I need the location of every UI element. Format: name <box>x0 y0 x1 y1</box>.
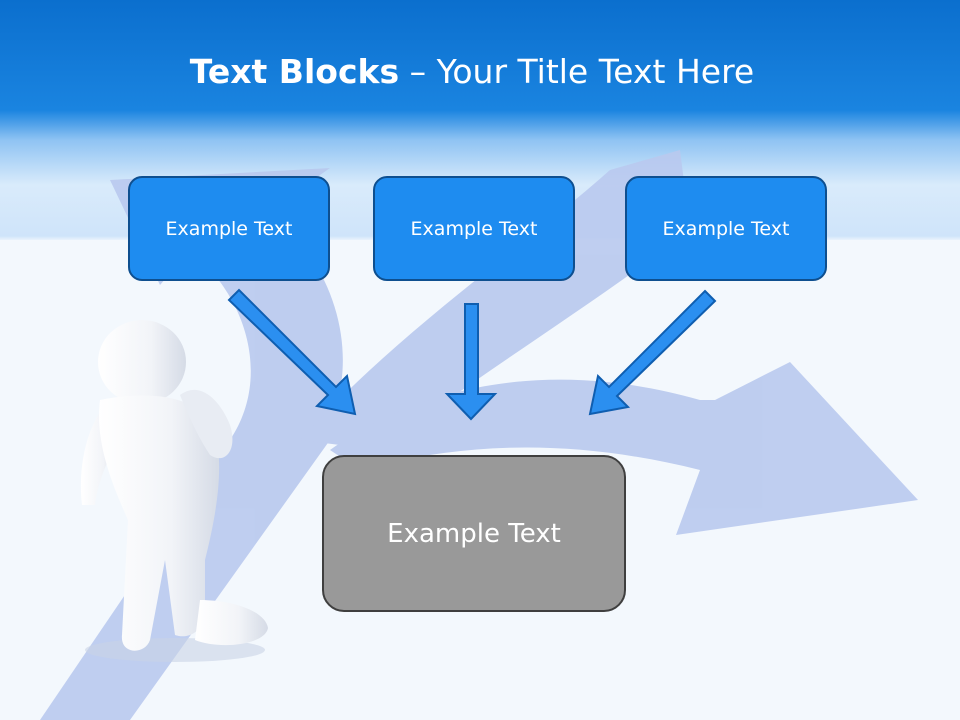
result-block-label: Example Text <box>387 518 561 549</box>
person-figure-icon <box>80 320 268 662</box>
text-block-2-label: Example Text <box>410 217 538 240</box>
text-block-1-label: Example Text <box>165 217 293 240</box>
down-left-arrow-icon <box>588 289 717 416</box>
text-block-2[interactable]: Example Text <box>373 176 575 281</box>
down-right-arrow-icon <box>227 288 357 416</box>
text-block-1[interactable]: Example Text <box>128 176 330 281</box>
down-arrow-icon <box>444 303 498 421</box>
title-regular: Your Title Text Here <box>436 52 755 91</box>
title-dash: – <box>399 52 437 91</box>
text-block-3[interactable]: Example Text <box>625 176 827 281</box>
result-block[interactable]: Example Text <box>322 455 626 612</box>
title-bold: Text Blocks <box>189 52 400 91</box>
text-block-3-label: Example Text <box>662 217 790 240</box>
page-title: Text Blocks – Your Title Text Here <box>0 52 944 91</box>
